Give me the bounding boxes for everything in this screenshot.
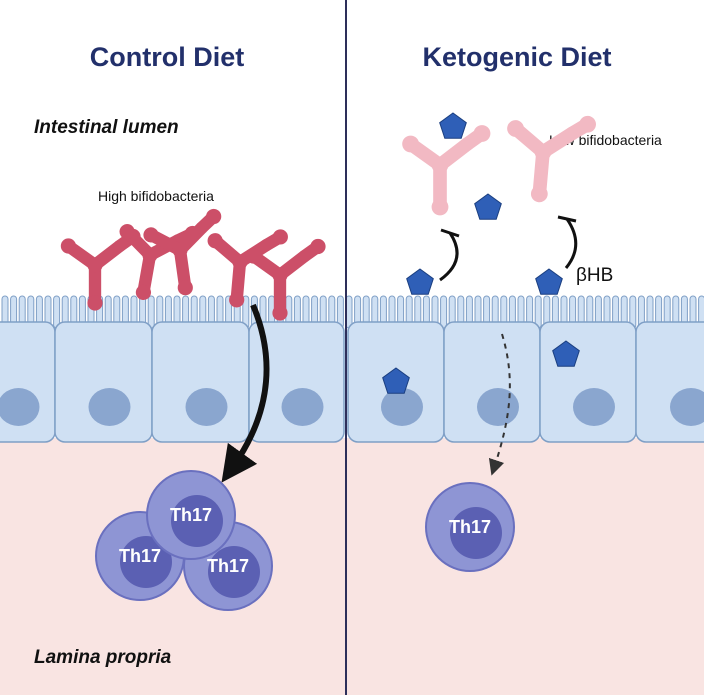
epithelium [0,295,704,443]
th17-label: Th17 [207,556,249,576]
th17-label: Th17 [119,546,161,566]
bifidobacterium-icon [143,208,222,296]
lamina-propria-label: Lamina propria [34,647,172,668]
th17-label: Th17 [449,517,491,537]
cell-nucleus [573,388,615,426]
cell-nucleus [0,388,40,426]
bifidobacterium-icon [402,125,491,216]
cell-nucleus [670,388,704,426]
control-diet-title: Control Diet [90,42,245,72]
bhb-molecules [382,112,580,394]
cell-nucleus [185,388,228,426]
cell-nucleus [381,388,423,426]
pentagon-icon [382,367,410,394]
th17-label: Th17 [170,505,212,525]
th17-cell-icon: Th17 [425,482,515,572]
bhb-label: βHB [576,265,613,286]
inhibition-arrow-left [439,228,460,282]
cell-nucleus [477,388,519,426]
th17-cell-icon: Th17 [146,470,236,560]
bifidobacterium-icon [245,238,326,321]
pentagon-icon [535,268,563,295]
bifidobacterium-icon [507,115,596,203]
translocation-arrow [221,303,270,483]
pentagon-icon [474,193,502,220]
dashed-arrow [488,333,511,476]
bacteria-layer [60,115,596,321]
pentagon-icon [552,340,580,367]
ketogenic-diet-title: Ketogenic Diet [422,42,611,72]
inhibition-arrow-right [557,215,578,269]
cell-nucleus [281,388,324,426]
cell-nucleus [88,388,131,426]
high-bifidobacteria-label: High bifidobacteria [98,188,214,204]
intestinal-lumen-label: Intestinal lumen [34,117,179,138]
pentagon-icon [439,112,467,139]
pentagon-icon [406,268,434,295]
